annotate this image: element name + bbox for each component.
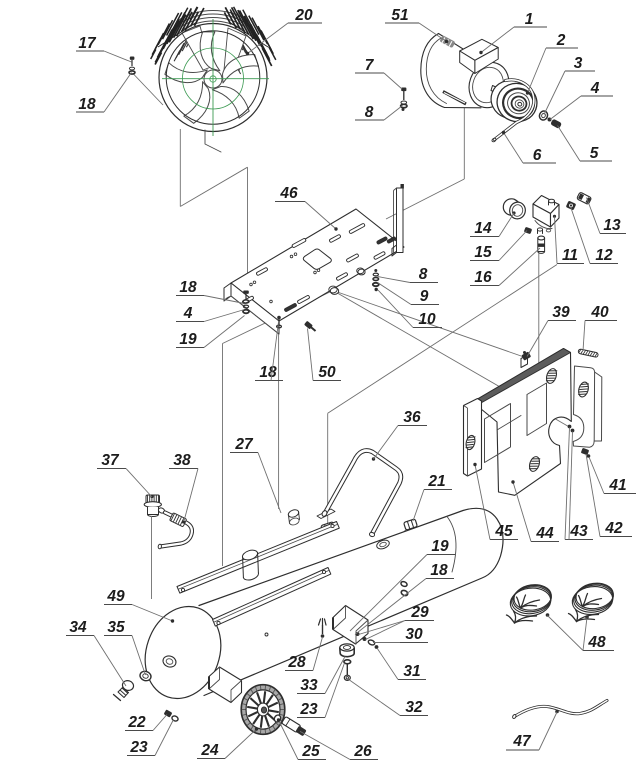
svg-text:23: 23 [299,701,318,718]
svg-text:14: 14 [474,220,492,237]
svg-text:3: 3 [574,55,583,72]
svg-text:32: 32 [405,699,423,716]
svg-text:5: 5 [590,145,599,162]
svg-text:47: 47 [512,733,532,750]
svg-text:12: 12 [595,247,613,264]
svg-text:11: 11 [562,247,578,264]
svg-text:1: 1 [525,11,534,28]
svg-text:50: 50 [318,364,336,381]
svg-text:39: 39 [552,304,570,321]
svg-text:23: 23 [129,739,148,756]
svg-text:27: 27 [234,436,254,453]
svg-text:20: 20 [294,7,313,24]
svg-text:24: 24 [200,742,219,759]
svg-text:49: 49 [106,588,125,605]
svg-text:17: 17 [78,35,97,52]
svg-text:46: 46 [279,185,298,202]
svg-text:41: 41 [608,477,626,494]
svg-text:42: 42 [604,520,623,537]
svg-text:31: 31 [403,663,420,680]
svg-text:19: 19 [179,331,197,348]
svg-text:35: 35 [107,619,125,636]
svg-text:10: 10 [418,311,436,328]
svg-text:9: 9 [420,288,429,305]
svg-text:21: 21 [427,473,445,490]
svg-text:15: 15 [474,244,492,261]
svg-text:28: 28 [287,654,306,671]
svg-text:40: 40 [590,304,609,321]
svg-text:18: 18 [259,364,277,381]
svg-text:51: 51 [391,7,408,24]
svg-text:16: 16 [474,269,492,286]
svg-text:33: 33 [300,677,318,694]
svg-text:29: 29 [410,604,429,621]
svg-text:8: 8 [419,266,428,283]
svg-text:25: 25 [301,743,320,760]
svg-text:13: 13 [603,217,621,234]
svg-text:36: 36 [403,409,421,426]
svg-text:4: 4 [590,80,600,97]
svg-text:37: 37 [101,452,120,469]
svg-text:26: 26 [353,743,372,760]
svg-text:45: 45 [494,523,513,540]
svg-text:22: 22 [127,714,146,731]
svg-text:44: 44 [535,525,554,542]
svg-text:6: 6 [533,147,542,164]
svg-text:8: 8 [365,104,374,121]
svg-text:18: 18 [78,96,96,113]
svg-text:19: 19 [431,538,449,555]
svg-text:18: 18 [430,562,448,579]
svg-text:43: 43 [569,523,588,540]
svg-text:38: 38 [173,452,191,469]
svg-text:48: 48 [587,634,606,651]
svg-text:4: 4 [183,305,193,322]
svg-text:7: 7 [365,57,375,74]
svg-text:2: 2 [556,32,566,49]
svg-text:30: 30 [405,626,423,643]
svg-text:34: 34 [69,619,87,636]
svg-text:18: 18 [179,279,197,296]
